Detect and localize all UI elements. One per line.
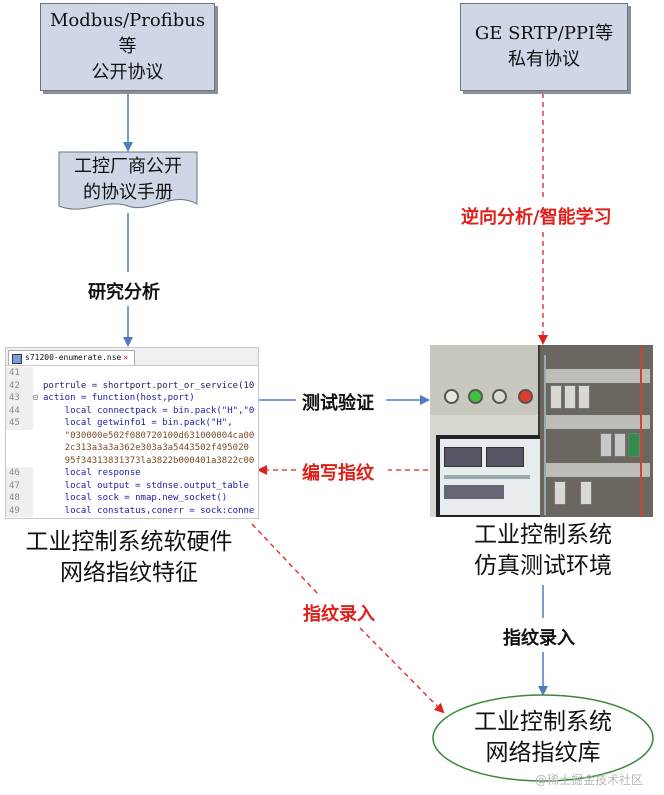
white-button-icon [492,389,507,404]
code-line: 45 local getwinfo1 = bin.pack("H", [6,417,258,430]
line-number: 44 [6,404,33,417]
code-line: 2c313a3a3a362e303a3a5443502f495020 [6,442,258,455]
code-line: 43⊟ action = function(host,port) [6,392,258,405]
environment-caption-line1: 工业控制系统 [474,522,612,548]
private-protocol-line2: 私有协议 [508,49,580,70]
public-protocol-box: Modbus/Profibus等 公开协议 [40,3,215,91]
library-caption: 工业控制系统 网络指纹库 [455,707,631,769]
hmi-element [444,475,530,479]
plc-module [628,433,640,457]
private-protocol-box: GE SRTP/PPI等 私有协议 [460,3,628,91]
plc-module [600,433,612,457]
cable [544,355,546,515]
plc-module [550,385,562,409]
fold-marker-icon[interactable]: ⊟ [33,393,38,402]
code-text: local connectpack = bin.pack("H","0 [43,405,255,416]
line-number: 45 [6,417,33,430]
din-rail [546,415,650,429]
code-line: 42 portrule = shortport.port_or_service(1… [6,379,258,392]
code-line: 95f34313831373la3822b000401a3822c00 [6,455,258,468]
code-line: 46 local response [6,467,258,480]
code-text: local getwinfo1 = bin.pack("H", [43,418,233,428]
code-text: 2c313a3a3a362e303a3a5443502f495020 [43,443,249,453]
code-text: local constatus,conerr = sock:conne [43,505,255,516]
plc-module [554,481,566,505]
fingerprint-caption-line2: 网络指纹特征 [60,560,198,586]
hmi-element [444,485,504,499]
fingerprint-caption-line1: 工业控制系统软硬件 [25,529,233,555]
code-line: 49 local constatus,conerr = sock:conne [6,504,258,517]
code-line: 47 local output = stdnse.output_table [6,479,258,492]
editor-tab[interactable]: s71200-enumerate.nse✕ [8,350,136,365]
code-line: 48 local sock = nmap.new_socket() [6,492,258,505]
plc-module [564,385,576,409]
file-icon [12,354,22,364]
write-label: 编写指纹 [302,463,374,484]
plc-module [614,433,626,457]
environment-caption: 工业控制系统 仿真测试环境 [455,520,631,582]
record-right-label: 指纹录入 [503,628,575,649]
code-text: local output = stdnse.output_table [43,480,249,491]
cable [640,345,642,517]
code-text: portrule = shortport.port_or_service(10 [43,380,255,391]
code-text: local sock = nmap.new_socket() [43,493,228,503]
manual-doc-line1: 工控厂商公开 [74,156,182,177]
din-rail [546,463,650,477]
study-label: 研究分析 [88,282,160,303]
library-caption-line2: 网络指纹库 [485,740,601,766]
plc-module [578,385,590,409]
code-line: "030000e502f080720100d631000004ca00 [6,430,258,443]
simulation-environment-photo [430,345,653,517]
manual-doc-box: 工控厂商公开 的协议手册 [59,154,197,206]
white-button-icon [444,389,459,404]
reverse-label: 逆向分析/智能学习 [461,207,612,228]
hmi-element [486,447,524,467]
line-number: 42 [6,379,33,392]
manual-doc-shape [58,151,198,210]
code-text: "030000e502f080720100d631000004ca00 [43,430,255,441]
code-text: 95f34313831373la3822b000401a3822c00 [43,455,255,466]
line-number: 47 [6,479,33,492]
hmi-screen [436,435,544,517]
library-ellipse [432,694,654,782]
editor-tabbar: s71200-enumerate.nse✕ [6,348,258,366]
control-panel-top [430,345,538,415]
code-line: 41 [6,367,258,380]
public-protocol-line2: 公开协议 [91,62,164,83]
watermark: @稀土掘金技术社区 [535,773,644,787]
close-icon[interactable]: ✕ [123,353,129,362]
public-protocol-line1: Modbus/Profibus等 [49,10,206,57]
red-button-icon [518,389,533,404]
manual-doc-line2: 的协议手册 [83,182,173,203]
green-button-icon [468,389,483,404]
library-caption-line1: 工业控制系统 [474,709,612,735]
test-label: 测试验证 [302,393,374,414]
arrow-fingerprint-to-library-a [251,523,319,595]
arrow-fingerprint-to-library-b [359,627,445,714]
line-number: 48 [6,492,33,505]
code-text: action = function(host,port) [43,393,195,403]
record-left-label: 指纹录入 [303,604,375,625]
line-number: 46 [6,467,33,480]
din-rail [546,369,650,383]
hmi-element [444,447,482,467]
code-text: local response [43,468,141,478]
private-protocol-line1: GE SRTP/PPI等 [474,23,614,44]
fingerprint-caption: 工业控制系统软硬件 网络指纹特征 [13,527,245,589]
line-number: 49 [6,504,33,517]
code-line: 44 local connectpack = bin.pack("H","0 [6,404,258,417]
line-number: 41 [6,367,33,380]
environment-caption-line2: 仿真测试环境 [474,553,612,579]
plc-module [580,481,592,505]
editor-tab-label: s71200-enumerate.nse [25,353,122,362]
line-number: 43 [6,392,33,405]
